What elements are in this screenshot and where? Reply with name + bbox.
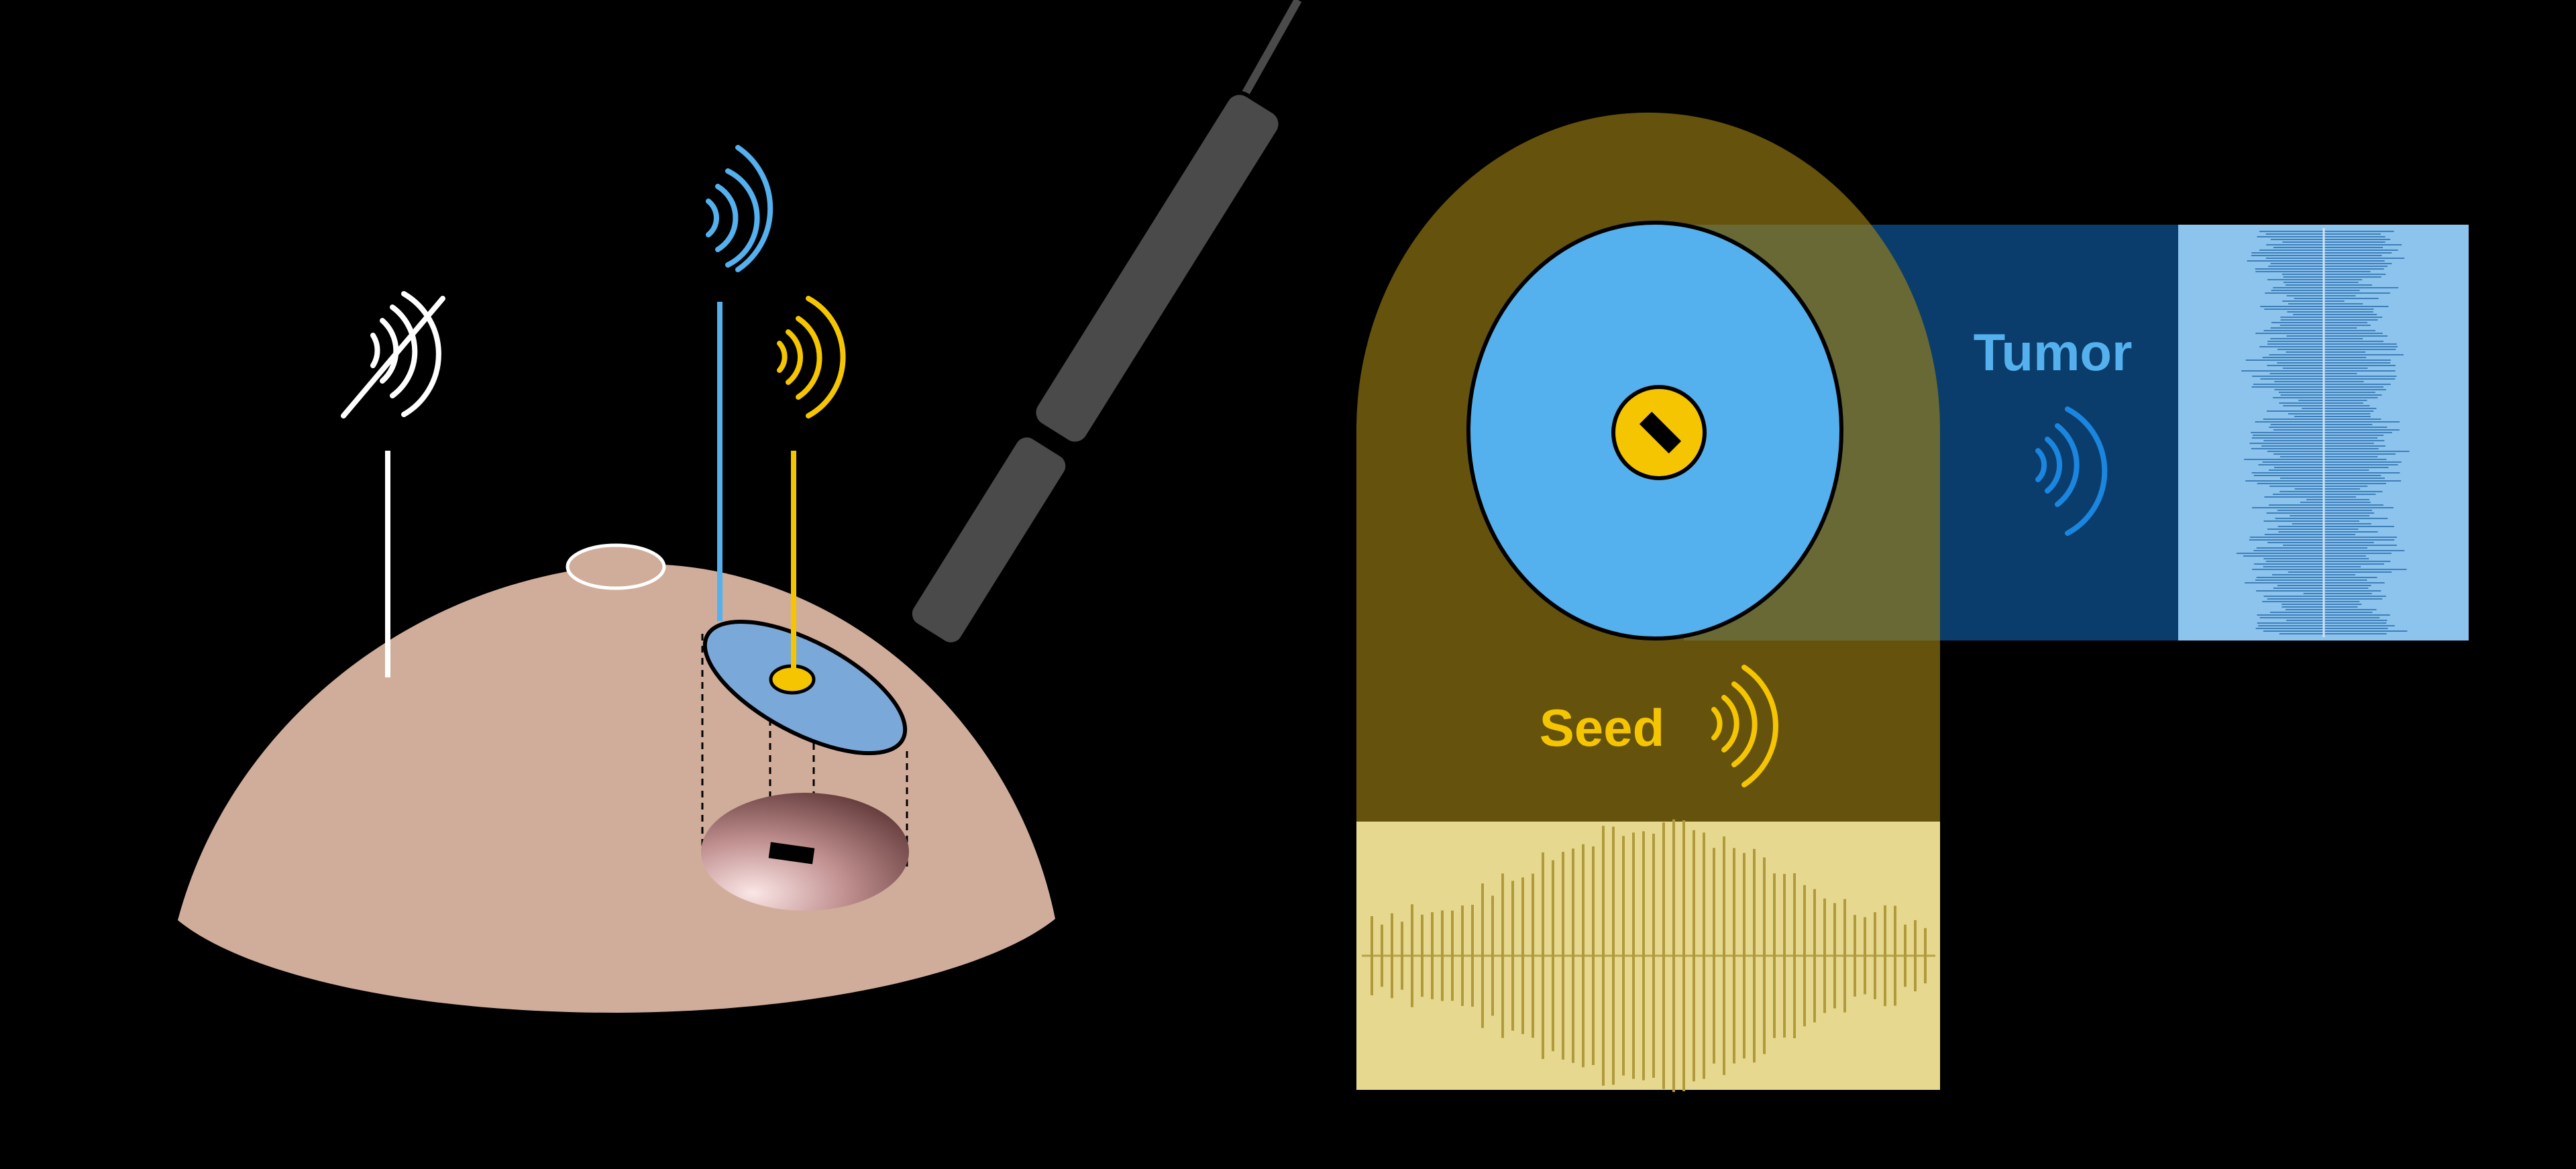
probe-handle bbox=[1028, 87, 1286, 449]
tumor-label: Tumor bbox=[1974, 323, 2133, 382]
tumor-signal-icon bbox=[708, 148, 770, 270]
probe-cable bbox=[1244, 0, 1298, 95]
seed-signal-icon bbox=[780, 298, 843, 416]
probe bbox=[905, 0, 1298, 649]
seed-surface-projection bbox=[771, 666, 814, 693]
seed-label: Seed bbox=[1540, 698, 1664, 757]
blocked-signal-icon bbox=[343, 294, 443, 416]
probe-tip bbox=[905, 431, 1073, 649]
nipple bbox=[568, 545, 664, 588]
